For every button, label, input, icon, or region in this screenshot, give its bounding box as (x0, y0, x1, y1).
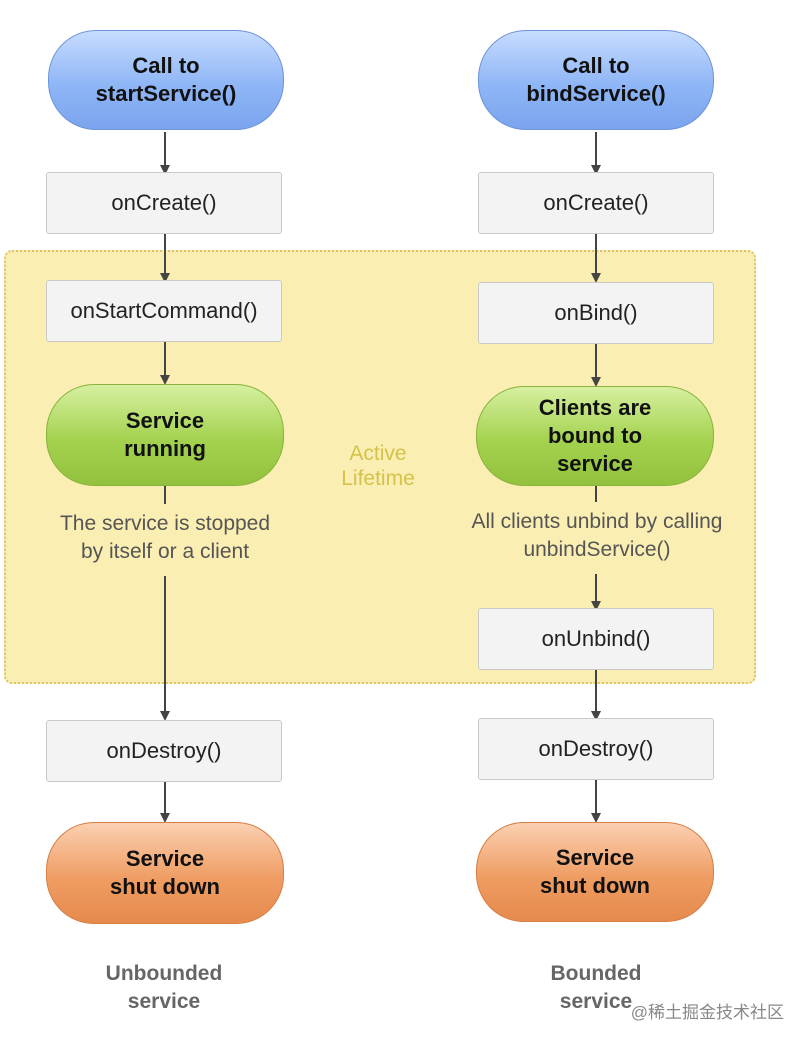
right-shutdown-node: Service shut down (476, 822, 714, 922)
left-oncreate-node: onCreate() (46, 172, 282, 234)
unbounded-service-caption: Unbounded service (105, 962, 223, 1013)
left-ondestroy-node: onDestroy() (46, 720, 282, 782)
left-shutdown-node: Service shut down (46, 822, 284, 924)
clients-bound-node: Clients are bound to service (476, 386, 714, 486)
active-lifetime-label: Active Lifetime (341, 442, 415, 490)
right-oncreate-node: onCreate() (478, 172, 714, 234)
watermark-text: @稀土掘金技术社区 (630, 1003, 784, 1022)
unbind-note: All clients unbind by calling unbindServ… (442, 508, 752, 564)
onbind-node: onBind() (478, 282, 714, 344)
start-service-node: Call to startService() (48, 30, 284, 130)
bounded-service-caption: Bounded service (550, 962, 642, 1013)
service-running-node: Service running (46, 384, 284, 486)
onunbind-node: onUnbind() (478, 608, 714, 670)
right-ondestroy-node: onDestroy() (478, 718, 714, 780)
bind-service-node: Call to bindService() (478, 30, 714, 130)
stop-note: The service is stopped by itself or a cl… (30, 510, 300, 566)
onstartcommand-node: onStartCommand() (46, 280, 282, 342)
